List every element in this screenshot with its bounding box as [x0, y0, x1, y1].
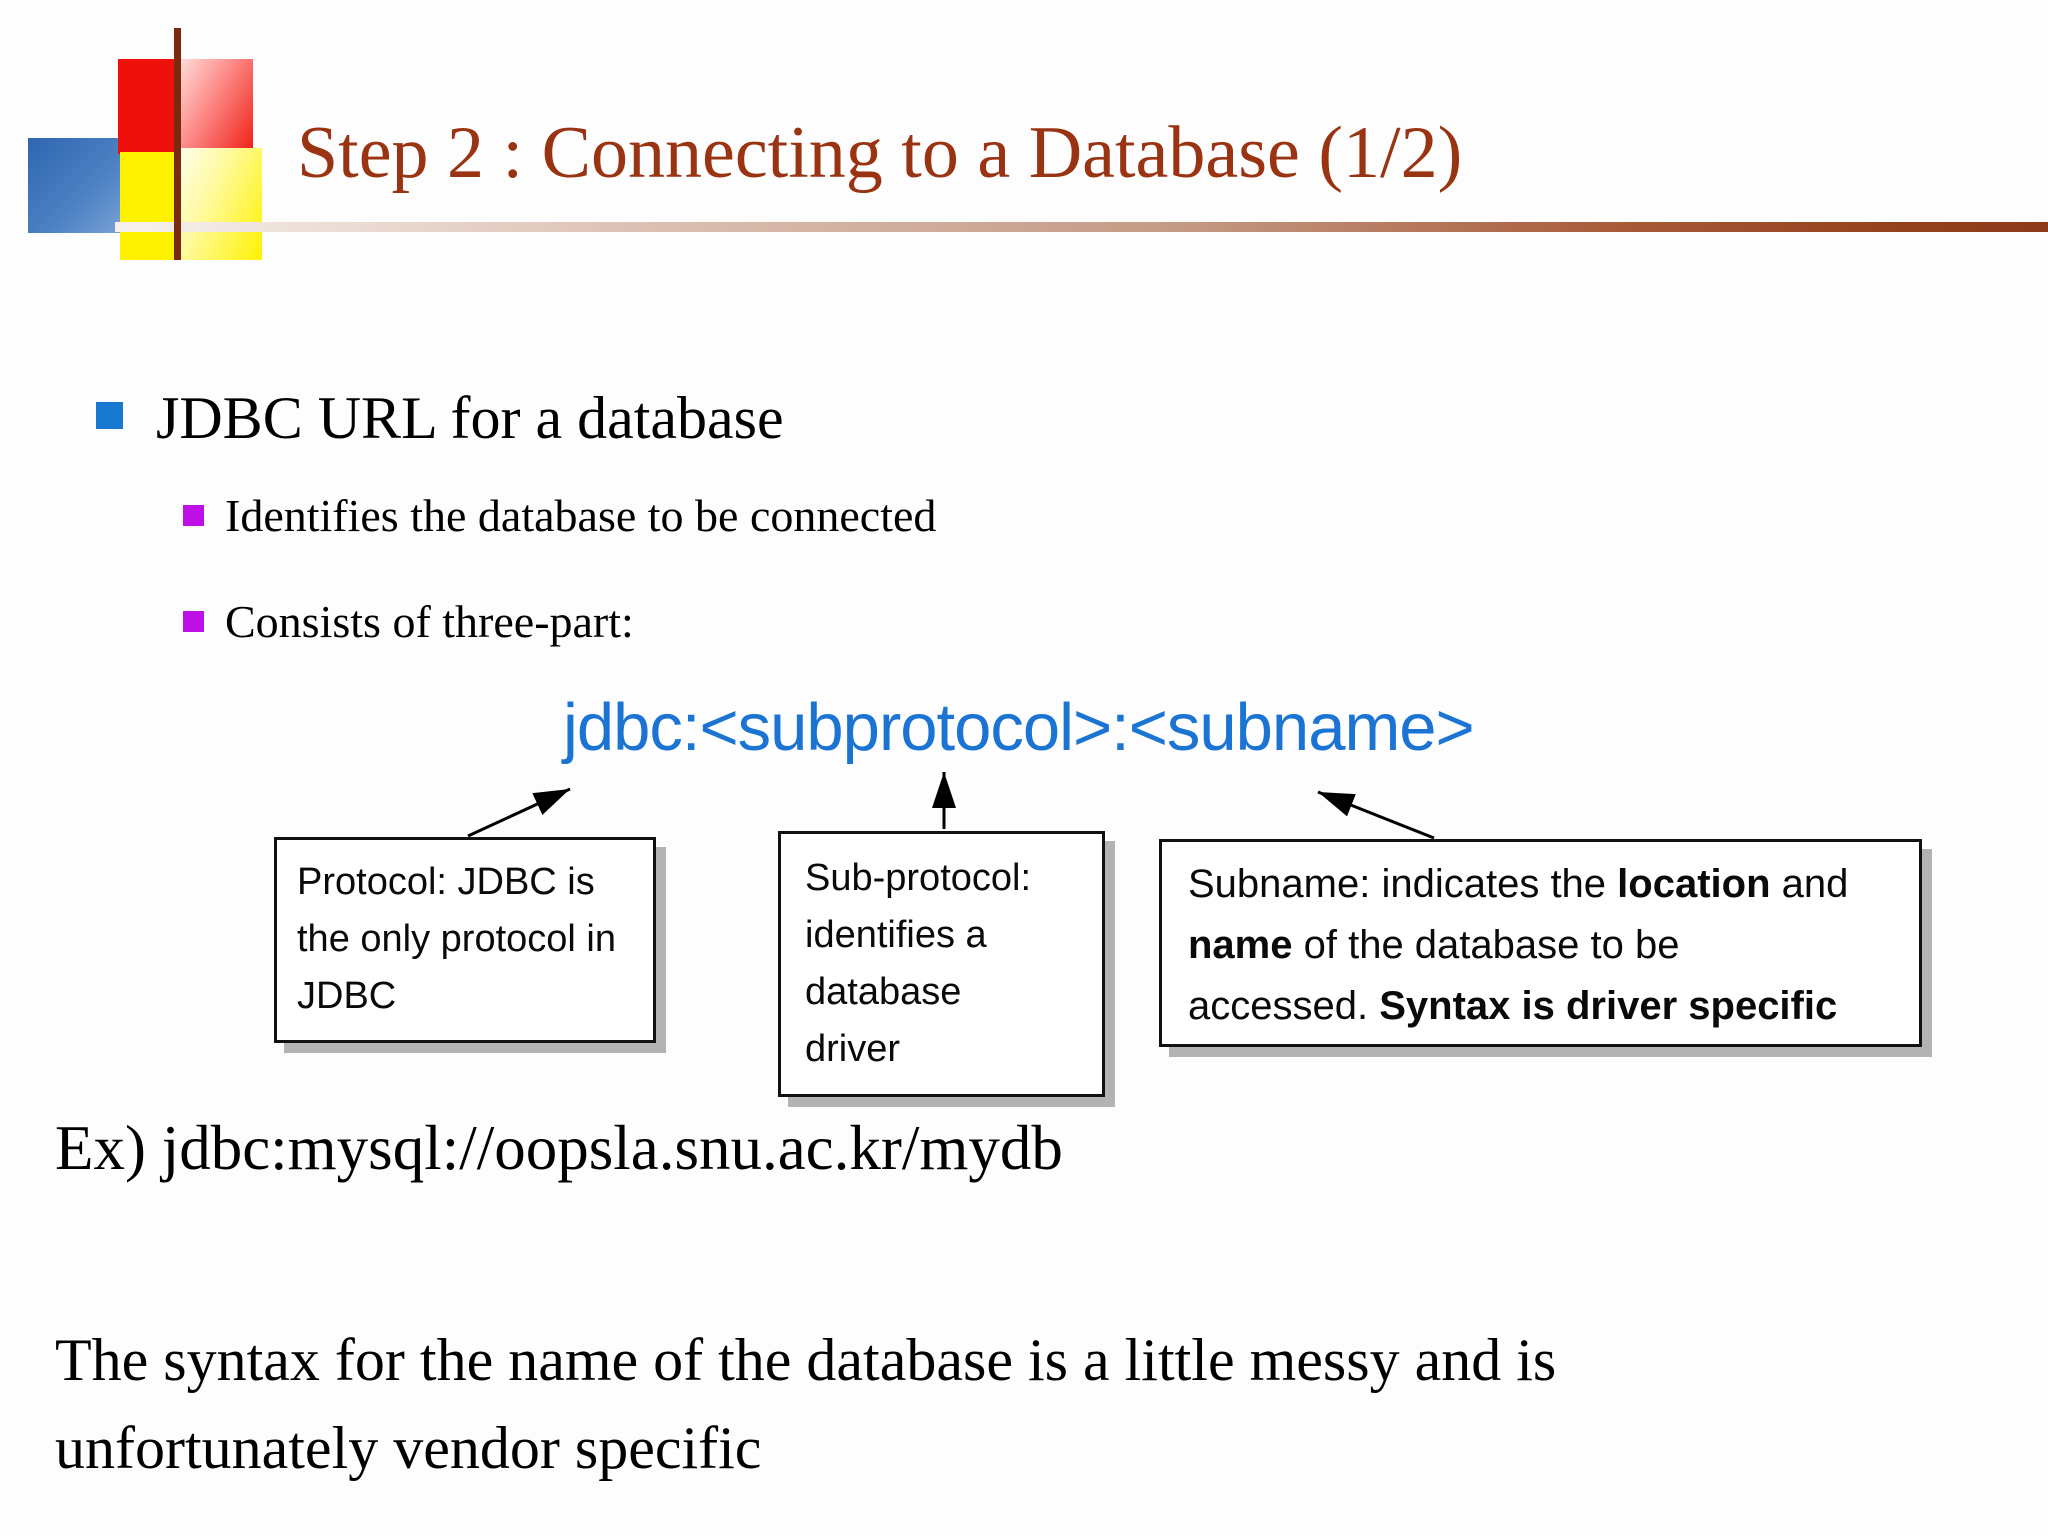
callout-subprotocol-box: Sub-protocol: identifies a database driv…	[778, 831, 1105, 1097]
callout-subname-box: Subname: indicates the location and name…	[1159, 839, 1922, 1047]
page-title: Step 2 : Connecting to a Database (1/2)	[297, 112, 1463, 194]
main-bullet-square-icon	[96, 402, 123, 429]
note-line-1: The syntax for the name of the database …	[55, 1327, 1557, 1393]
decor-red-square	[118, 59, 176, 154]
callout-protocol-line: JDBC	[297, 975, 397, 1017]
callout-subname-segment-bold: Syntax is driver specific	[1379, 984, 1838, 1028]
callout-subname-line: Subname: indicates the location and	[1188, 854, 1919, 915]
decor-yellow-gradient-square	[176, 148, 262, 260]
decor-vertical-line	[174, 28, 181, 260]
callout-protocol-line: the only protocol in	[297, 918, 616, 960]
callout-subname-line: name of the database to be	[1188, 915, 1919, 976]
arrow-to-protocol	[467, 787, 571, 838]
arrow-to-subname	[1317, 790, 1435, 840]
note-line-2: unfortunately vendor specific	[55, 1415, 762, 1481]
sub-bullet-text-2: Consists of three-part:	[225, 596, 634, 647]
callout-subname-segment: accessed.	[1188, 984, 1380, 1028]
callout-protocol-line: Protocol: JDBC is	[297, 861, 595, 903]
decor-yellow-square	[120, 152, 176, 260]
main-bullet-text: JDBC URL for a database	[156, 385, 784, 451]
note-paragraph: The syntax for the name of the database …	[55, 1316, 1556, 1492]
sub-bullet-square-icon	[183, 505, 204, 526]
title-underline-rule	[115, 222, 2048, 232]
callout-subname-segment-bold: name	[1188, 923, 1293, 967]
callout-subname-segment: Subname: indicates the	[1188, 862, 1618, 906]
callout-subprotocol-line: identifies a	[805, 914, 987, 956]
callout-subprotocol-line: Sub-protocol:	[805, 857, 1032, 899]
callout-subname-segment: of the database to be	[1292, 923, 1680, 967]
sub-bullet-text-1: Identifies the database to be connected	[225, 490, 937, 541]
callout-subname-segment-bold: location	[1617, 862, 1771, 906]
callout-subname-line: accessed. Syntax is driver specific	[1188, 976, 1919, 1037]
callout-subprotocol-line: database	[805, 971, 962, 1013]
callout-subprotocol-line: driver	[805, 1028, 901, 1070]
callout-subname-segment: and	[1770, 862, 1849, 906]
decor-red-gradient-square	[176, 59, 253, 154]
jdbc-url-syntax: jdbc:<subprotocol>:<subname>	[563, 690, 1475, 765]
callout-protocol-box: Protocol: JDBC is the only protocol in J…	[274, 837, 656, 1043]
sub-bullet-square-icon	[183, 611, 204, 632]
example-url: Ex) jdbc:mysql://oopsla.snu.ac.kr/mydb	[55, 1113, 1063, 1183]
